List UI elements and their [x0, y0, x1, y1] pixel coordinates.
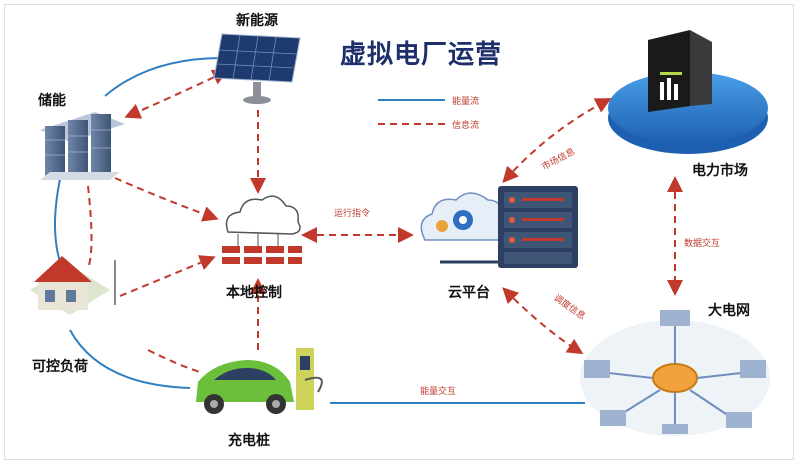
info-line-cloud-market	[502, 98, 612, 183]
info-line-cloud-grid	[502, 287, 584, 355]
storage-battery-icon	[40, 112, 125, 180]
node-label-charging-pile: 充电桩	[228, 433, 270, 449]
node-label-local-control: 本地控制	[226, 285, 282, 301]
info-line-storage-local	[114, 177, 219, 222]
energy-line-storage-solar	[104, 57, 223, 97]
electric-car-icon	[196, 360, 294, 414]
legend-info-label: 信息流	[452, 121, 480, 131]
info-line-storage-load	[87, 185, 93, 269]
charging-pile-icon	[296, 348, 323, 410]
edge-label-data-exchange: 数据交互	[684, 239, 721, 249]
info-flow-lines	[87, 69, 683, 373]
solar-panel-icon	[213, 33, 301, 104]
node-label-cloud-platform: 云平台	[448, 285, 490, 301]
node-label-main-grid: 大电网	[708, 303, 750, 319]
node-label-power-market: 电力市场	[692, 163, 748, 179]
node-label-storage: 储能	[38, 93, 66, 109]
image-frame	[4, 4, 794, 460]
info-line-load-charger	[147, 349, 201, 373]
node-label-controllable-load: 可控负荷	[32, 359, 88, 375]
server-rack	[498, 186, 578, 268]
info-line-load-local	[119, 255, 216, 297]
edge-label-energy-exchange: 能量交互	[420, 387, 457, 397]
local-control-icon	[222, 195, 302, 264]
energy-line-storage-load	[54, 169, 63, 269]
energy-line-load-charger	[69, 329, 191, 389]
diagram-title: 虚拟电厂运营	[340, 40, 503, 70]
info-line-solar-storage	[124, 69, 229, 119]
edge-label-operation-command: 运行指令	[334, 209, 371, 219]
cloud-platform-icon	[420, 186, 578, 268]
node-label-new-energy: 新能源	[236, 13, 278, 29]
legend-energy-label: 能量流	[452, 97, 480, 107]
power-market-icon	[608, 30, 768, 154]
house-icon	[30, 256, 116, 315]
main-grid-icon	[580, 310, 770, 436]
legend	[378, 99, 445, 125]
